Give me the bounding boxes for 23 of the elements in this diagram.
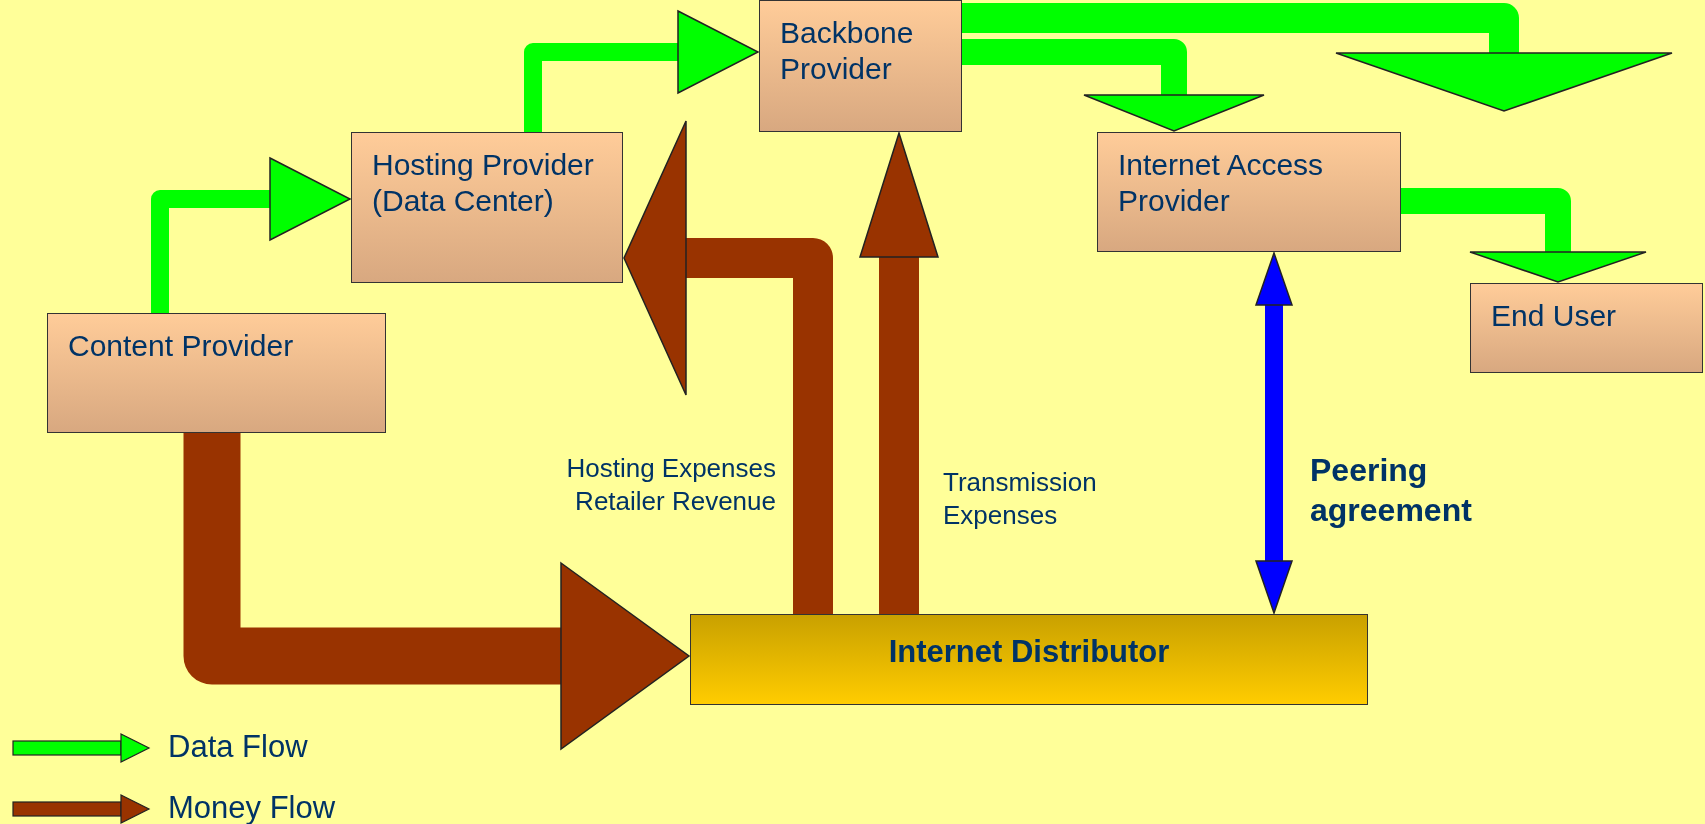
provider-box [47,313,386,433]
provider-box [759,0,962,132]
block-arrow [859,132,939,614]
distributor-box [690,614,1368,705]
block-arrow [962,3,1673,112]
block-arrow [1255,252,1293,614]
block-arrow [623,120,833,614]
node-label: Backbone Provider [780,15,915,87]
block-arrow [524,10,759,132]
provider-box [1097,132,1401,252]
legend-label: Money Flow [168,790,336,824]
provider-box [1470,283,1703,373]
node-label: Content Provider [68,328,294,364]
block-arrow [151,157,351,313]
node-label: Hosting Provider (Data Center) [372,147,595,219]
provider-box [351,132,623,283]
block-arrow [183,433,690,750]
node-label: End User [1491,298,1617,334]
legend-label: Data Flow [168,729,308,765]
node-label: Internet Distributor [888,633,1170,671]
block-arrow [962,39,1265,132]
node-label: Internet Access Provider [1118,147,1325,219]
block-arrow [1401,188,1647,283]
